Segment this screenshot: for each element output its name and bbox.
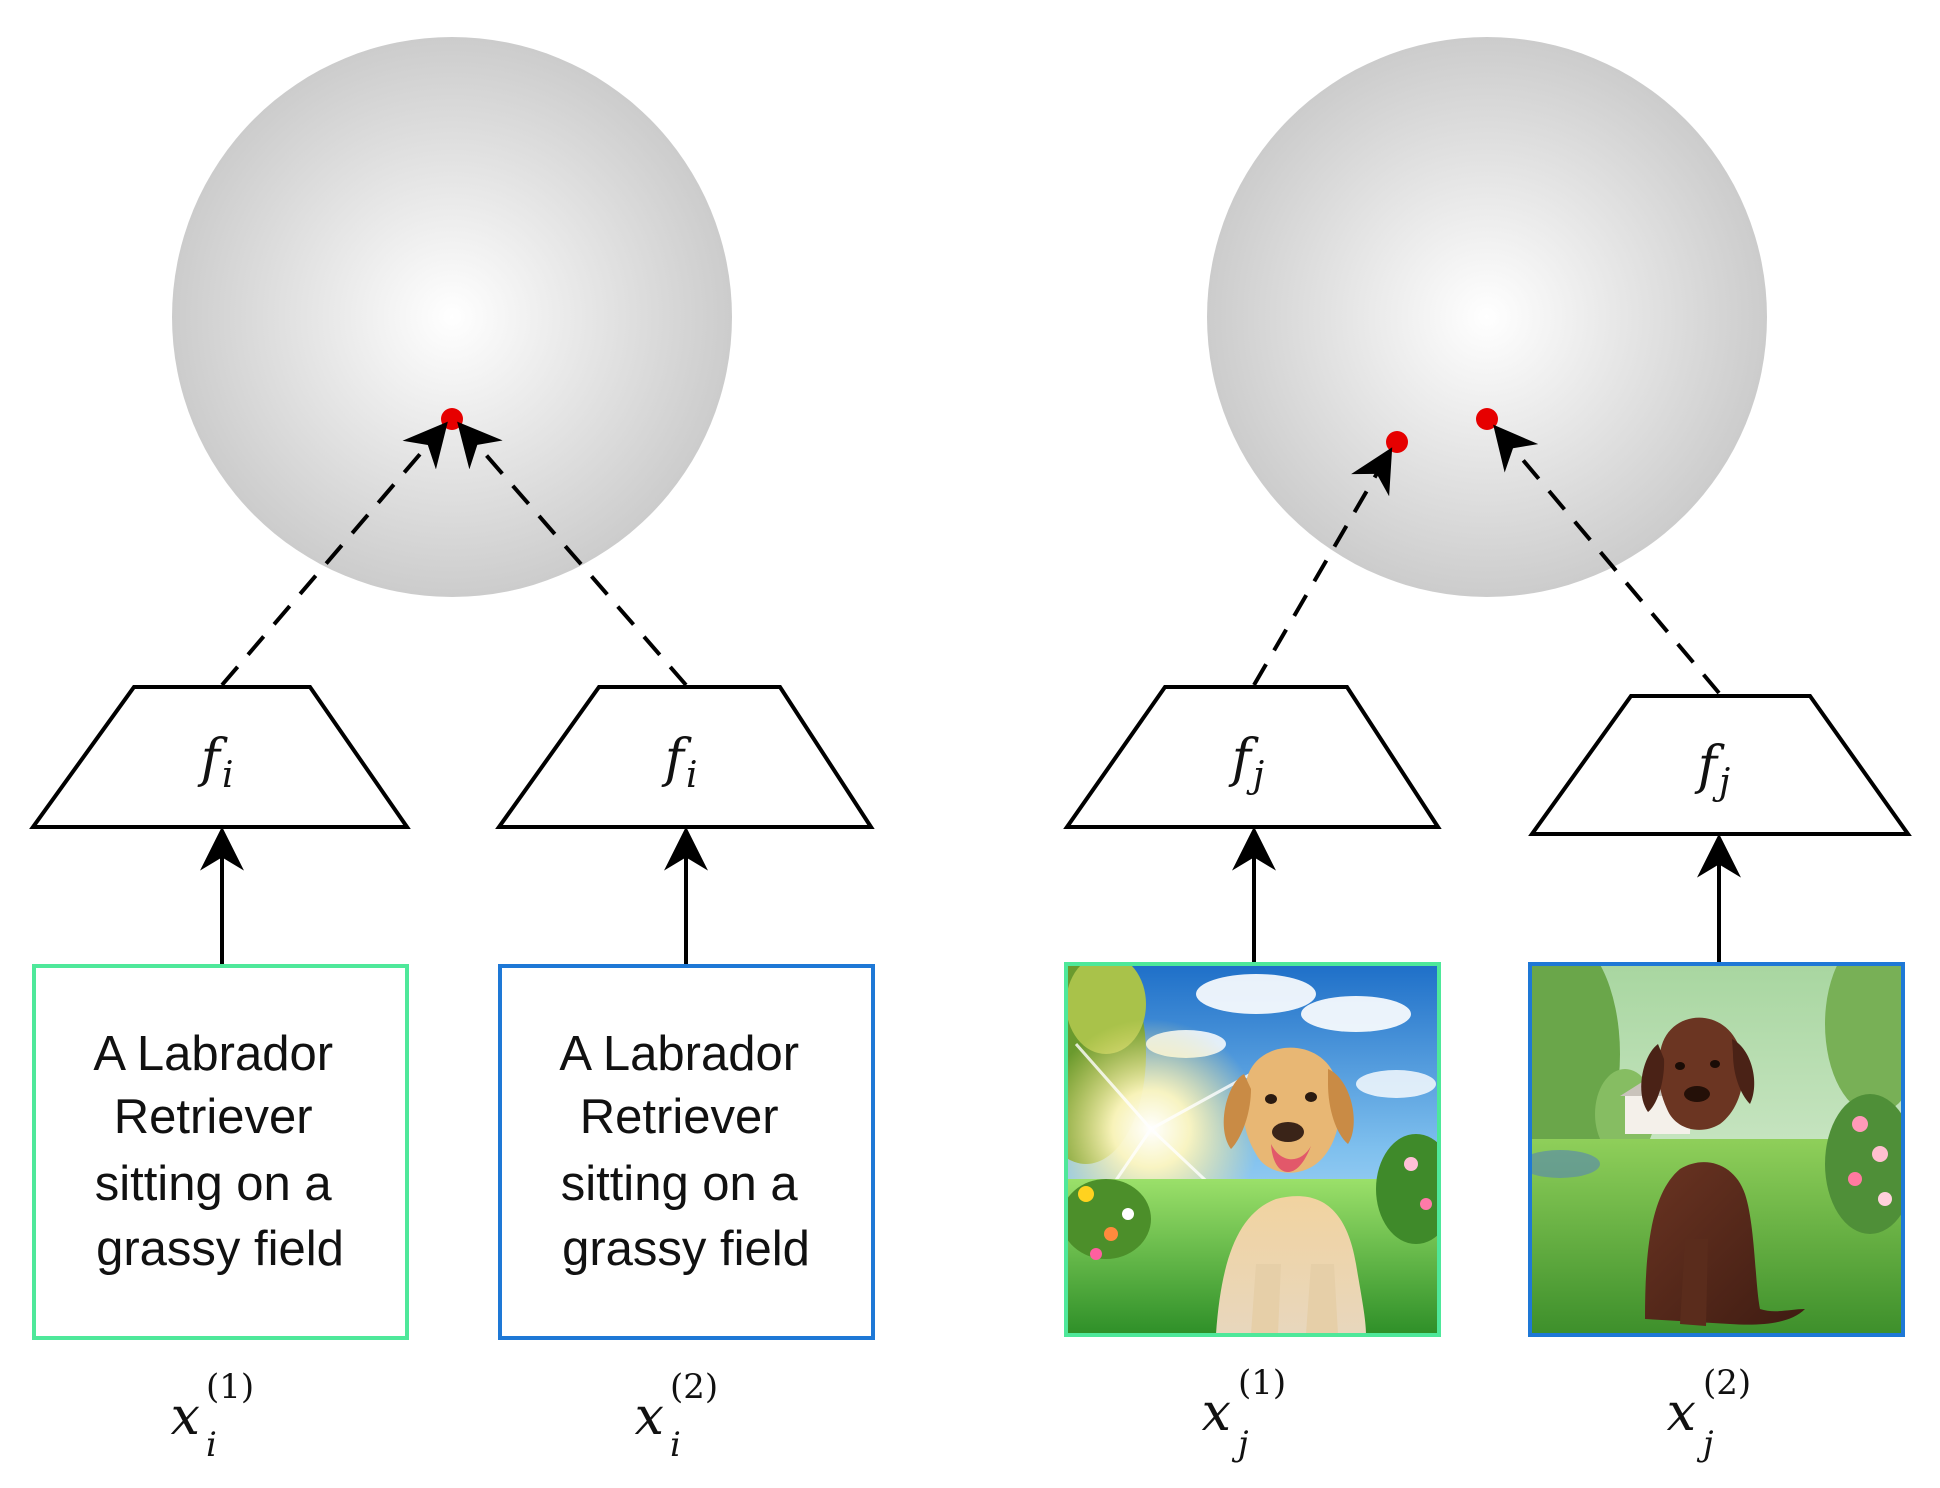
sunlit-yellow-labrador-photo [1066,964,1439,1335]
label-right-2: x j (2) [1667,1363,1752,1464]
caption-line: grassy field [96,1222,344,1276]
caption-line: grassy field [562,1222,810,1276]
caption-line: A Labrador [559,1027,799,1081]
caption-line: Retriever [580,1090,779,1144]
label-left-2: x i (2) [635,1367,719,1465]
embedding-sphere-right [1207,37,1767,597]
right-pair: f j f j [1063,37,1912,1464]
svg-text:i: i [670,1425,681,1465]
dashed-arrow-left-2 [457,421,688,687]
caption-line: sitting on a [561,1157,799,1211]
caption-line: sitting on a [95,1157,333,1211]
svg-text:(2): (2) [1703,1363,1751,1403]
svg-text:(2): (2) [670,1367,718,1407]
dashed-arrow-left-1 [220,421,448,687]
svg-text:i: i [206,1425,217,1465]
embedding-point-right-2 [1476,408,1498,430]
dashed-arrow-right-2 [1493,424,1721,695]
text-input-left-1: A Labrador Retriever sitting on a grassy… [32,964,409,1340]
embedding-sphere-left [172,37,732,597]
svg-text:i: i [222,755,234,796]
encoder-subscript: i [686,755,698,796]
image-input-right-2 [1528,962,1905,1337]
svg-text:x: x [171,1387,200,1447]
label-left-1: x i (1) [171,1367,255,1465]
text-input-left-2: A Labrador Retriever sitting on a grassy… [498,964,875,1340]
left-pair: f i f i A Labrador Retriever sitting on … [29,37,875,1465]
dashed-arrow-right-1 [1252,447,1393,687]
caption-line: A Labrador [93,1027,333,1081]
encoder-left-1: f i [29,685,411,829]
svg-text:A Labrador Retriever: A Labrador Retriever sitting on a grassy… [93,1027,346,1276]
encoder-subscript: i [222,755,234,796]
svg-text:x: x [1667,1383,1696,1443]
svg-text:i: i [686,755,698,796]
encoder-right-2: f j [1528,694,1912,836]
svg-text:A Labrador Retriever: A Labrador Retriever sitting on a grassy… [559,1027,812,1276]
svg-text:x: x [635,1387,664,1447]
label-right-1: x j (1) [1202,1363,1287,1464]
svg-text:(1): (1) [206,1367,254,1407]
encoder-right-1: f j [1063,685,1442,829]
encoder-left-2: f i [495,685,875,829]
svg-text:(1): (1) [1238,1363,1286,1403]
chocolate-labrador-garden-photo [1530,964,1903,1335]
embedding-point-right-1 [1386,431,1408,453]
svg-text:j: j [1231,1424,1249,1464]
image-input-right-1 [1064,962,1441,1337]
caption-line: Retriever [114,1090,313,1144]
svg-text:x: x [1202,1383,1231,1443]
svg-text:j: j [1696,1424,1714,1464]
